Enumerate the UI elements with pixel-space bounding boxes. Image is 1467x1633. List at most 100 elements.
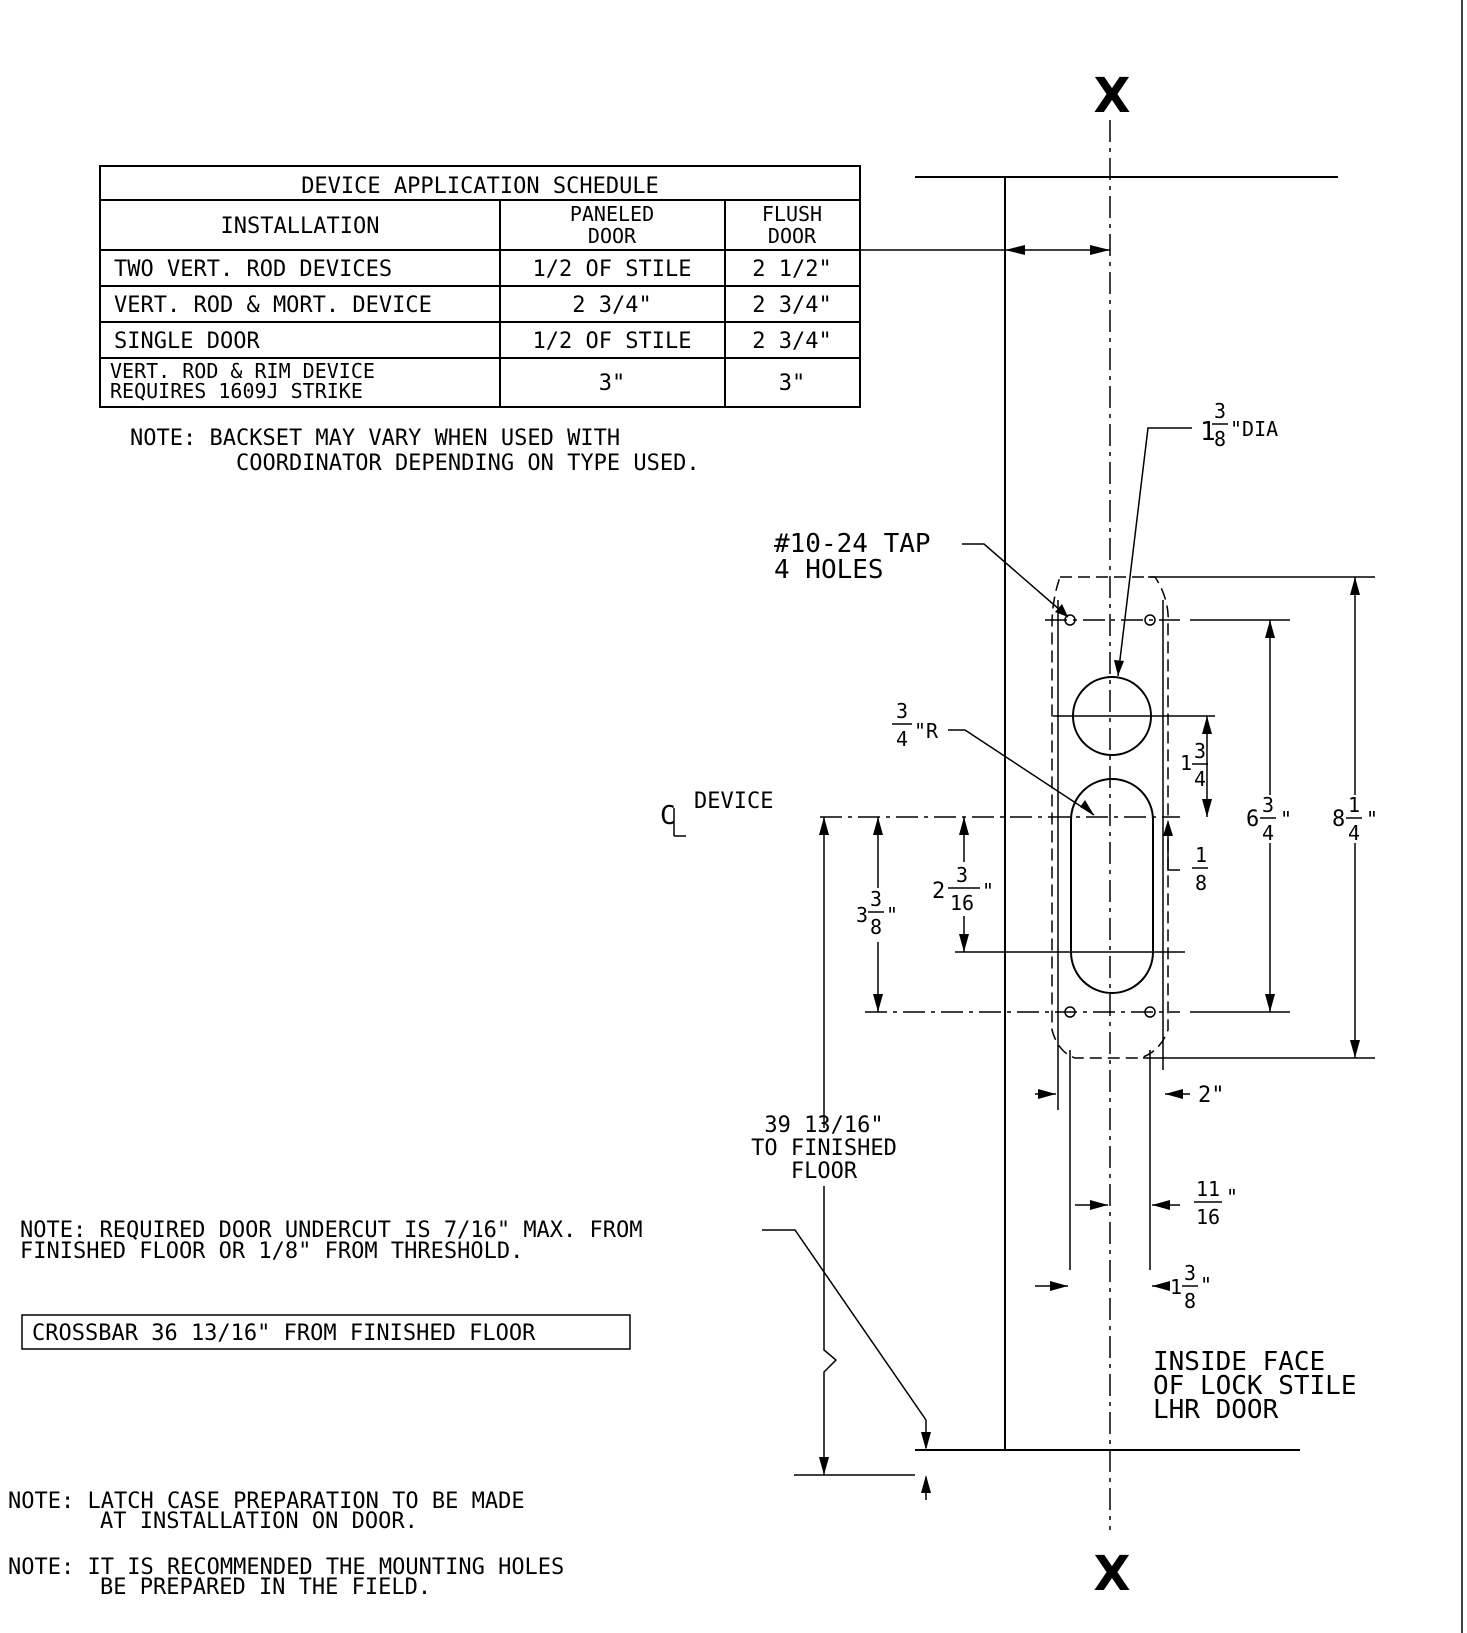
tap-callout-line2: 4 HOLES — [774, 555, 884, 585]
floor-dim-line2: TO FINISHED — [751, 1136, 897, 1161]
dia-callout-arrow — [1114, 660, 1124, 676]
dim-1-8-leader — [1167, 830, 1180, 871]
crossbar-note: CROSSBAR 36 13/16" FROM FINISHED FLOOR — [32, 1321, 536, 1346]
mounting-hole — [1064, 1006, 1076, 1018]
dim-6-3-4-label-bg — [1240, 795, 1294, 843]
dim-2-3-16-whole: 2 — [932, 879, 945, 904]
dim-1-3-4-num: 3 — [1194, 739, 1206, 763]
dim-11-16-arrow-right — [1152, 1200, 1170, 1210]
schedule-header-flush-line1: FLUSH — [762, 202, 822, 226]
dim-8-1-4-whole: 8 — [1332, 807, 1345, 832]
note-backset-line2: COORDINATOR DEPENDING ON TYPE USED. — [236, 451, 700, 476]
dim-1-3-8-arrow-left — [1050, 1281, 1068, 1291]
schedule-header-installation: INSTALLATION — [221, 214, 380, 239]
inside-face-line2: OF LOCK STILE — [1153, 1371, 1357, 1401]
dim-6-3-4-den: 4 — [1262, 821, 1274, 845]
schedule-row-2-flush: 2 3/4" — [752, 293, 831, 318]
radius-callout-numerator: 3 — [896, 699, 908, 723]
dim-2-3-16-unit: " — [982, 879, 994, 903]
dim-8-1-4-arrow-bottom — [1350, 1040, 1360, 1058]
dim-1-3-4-den: 4 — [1194, 767, 1206, 791]
dim-6-3-4-arrow-bottom — [1265, 994, 1275, 1012]
radius-callout-arrow — [1080, 800, 1094, 815]
schedule-header-paneled-line1: PANELED — [570, 202, 654, 226]
mounting-hole — [1144, 1006, 1156, 1018]
schedule-header-flush-line2: DOOR — [768, 224, 817, 248]
inside-face-line3: LHR DOOR — [1153, 1395, 1279, 1425]
dim-2-arrow-left — [1038, 1089, 1056, 1099]
device-application-schedule: DEVICE APPLICATION SCHEDULE INSTALLATION… — [99, 165, 861, 408]
dim-8-1-4-arrow-top — [1350, 577, 1360, 595]
dim-3-3-8-num: 3 — [870, 887, 882, 911]
device-centerline-label: DEVICE — [694, 789, 773, 814]
dim-11-16-arrow-left — [1090, 1200, 1108, 1210]
schedule-row-1-installation: TWO VERT. ROD DEVICES — [114, 257, 392, 282]
dim-6-3-4-num: 3 — [1262, 793, 1274, 817]
dim-11-16-num: 11 — [1196, 1177, 1220, 1201]
dim-2-3-16-label-bg — [928, 862, 996, 916]
tap-callout-leader — [962, 543, 1069, 618]
schedule-row-4-paneled: 3" — [599, 371, 626, 396]
dim-8-1-4-unit: " — [1366, 807, 1378, 831]
note-latch-line1: NOTE: LATCH CASE PREPARATION TO BE MADE — [8, 1489, 525, 1514]
dim-1-3-4-arrow-bottom — [1202, 799, 1212, 817]
note-undercut-line2: FINISHED FLOOR OR 1/8" FROM THRESHOLD. — [20, 1239, 523, 1264]
dia-callout-leader — [1117, 427, 1192, 677]
dim-39-line-lower-break — [823, 1186, 838, 1475]
undercut-arrow-up — [921, 1475, 931, 1493]
dim-8-1-4-den: 4 — [1348, 821, 1360, 845]
dim-8-1-4-num: 1 — [1348, 793, 1360, 817]
bottom-x-marker: X — [1093, 1546, 1130, 1602]
note-mounting-line1: NOTE: IT IS RECOMMENDED THE MOUNTING HOL… — [8, 1555, 564, 1580]
dim-2-3-16-num: 3 — [956, 863, 968, 887]
dim-6-3-4-arrow-top — [1265, 620, 1275, 638]
dim-8-1-4-label-bg — [1328, 795, 1382, 843]
dim-1-3-8-arrow-right — [1152, 1281, 1170, 1291]
dim-11-16-den: 16 — [1196, 1205, 1220, 1229]
centerline-symbol-c: C — [660, 801, 676, 831]
dim-1-8-den: 8 — [1195, 871, 1207, 895]
dim-2-3-16-den: 16 — [950, 891, 974, 915]
tap-callout-arrow — [1055, 604, 1068, 617]
dim-1-8-arrow — [1163, 820, 1173, 836]
top-x-marker: X — [1093, 68, 1130, 124]
undercut-note-leader — [762, 1229, 927, 1421]
schedule-row-3-flush: 2 3/4" — [752, 329, 831, 354]
dim-1-3-8-unit: " — [1200, 1273, 1212, 1297]
floor-dim-line3: FLOOR — [791, 1159, 858, 1184]
tap-callout-line1: #10-24 TAP — [774, 529, 931, 559]
schedule-row-1-paneled: 1/2 OF STILE — [533, 257, 692, 282]
dim-1-3-8-den: 8 — [1184, 1289, 1196, 1313]
schedule-row-1-flush: 2 1/2" — [752, 257, 831, 282]
dim-3-3-8-label-bg — [852, 888, 902, 942]
schedule-row-3-installation: SINGLE DOOR — [114, 329, 260, 354]
dim-6-3-4-unit: " — [1280, 807, 1292, 831]
dim-1-3-8-whole: 1 — [1170, 1275, 1182, 1299]
note-undercut-line1: NOTE: REQUIRED DOOR UNDERCUT IS 7/16" MA… — [20, 1218, 643, 1243]
dim-2-3-16-arrow-top — [959, 817, 969, 835]
backset-arrow-right — [1090, 245, 1110, 255]
crossbar-note-box — [21, 1314, 631, 1350]
dim-3-3-8-arrow-top — [873, 817, 883, 835]
latch-slot — [1070, 778, 1154, 994]
dim-1-3-4-arrow-top — [1202, 716, 1212, 734]
radius-callout-denominator: 4 — [896, 727, 908, 751]
dim-3-3-8-unit: " — [886, 903, 898, 927]
escutcheon-dashed-outline — [1051, 576, 1169, 1059]
schedule-title: DEVICE APPLICATION SCHEDULE — [301, 174, 659, 199]
dia-callout-numerator: 3 — [1214, 399, 1226, 423]
undercut-arrow-down — [921, 1432, 931, 1450]
dia-callout-denominator: 8 — [1214, 427, 1226, 451]
schedule-header-paneled-line2: DOOR — [588, 224, 637, 248]
schedule-row-2-installation: VERT. ROD & MORT. DEVICE — [114, 293, 432, 318]
dim-11-16-unit: " — [1226, 1185, 1238, 1209]
dia-callout-unit: "DIA — [1230, 417, 1278, 441]
dim-1-8-num: 1 — [1195, 843, 1207, 867]
dim-3-3-8-arrow-bottom — [873, 994, 883, 1012]
dim-2-arrow-right — [1165, 1089, 1183, 1099]
inside-face-line1: INSIDE FACE — [1153, 1347, 1325, 1377]
mounting-hole — [1064, 614, 1076, 626]
